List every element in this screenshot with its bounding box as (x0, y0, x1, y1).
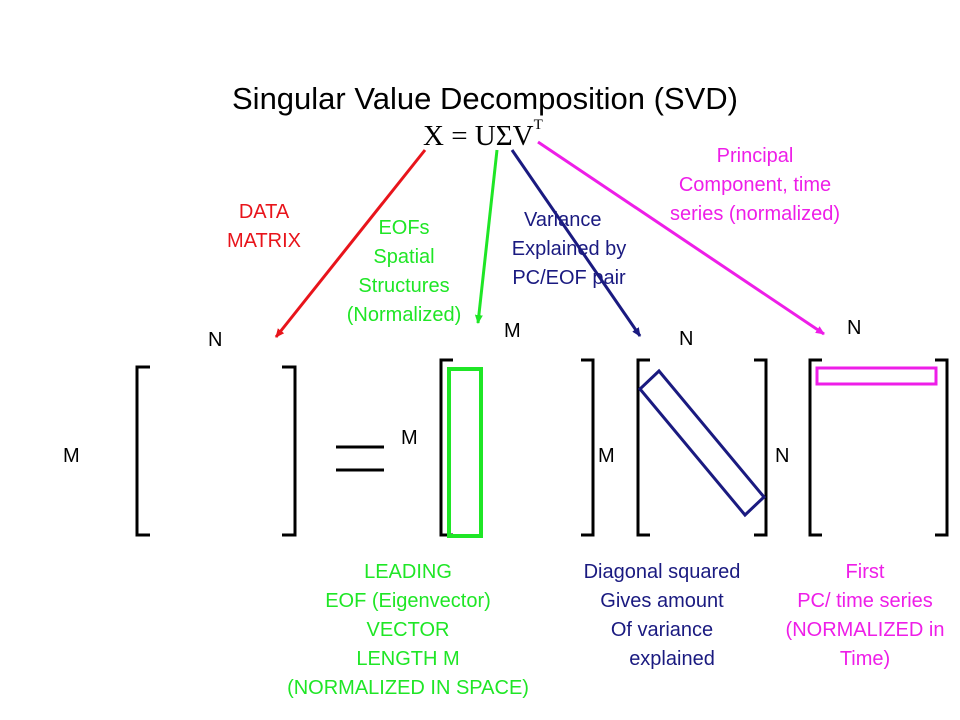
eofs-arrow (474, 149, 499, 324)
first-pc-line: PC/ time series (797, 590, 933, 612)
x-right-bracket (282, 365, 297, 537)
leading-eof-line: LEADING (364, 561, 452, 583)
equation-text: X = UΣV (423, 120, 534, 152)
principal-component-line: series (normalized) (669, 203, 841, 225)
u-right-bracket (581, 358, 595, 537)
variance-line: PC/EOF pair (512, 267, 626, 289)
diagonal-line: Diagonal squared (583, 561, 741, 583)
vt-rows-label: N (775, 445, 790, 467)
leading-eof-line: (NORMALIZED IN SPACE) (287, 677, 529, 699)
eofs-line: Structures (358, 275, 450, 297)
diagonal-line: explained (629, 648, 715, 670)
principal-component-arrow (537, 140, 825, 336)
variance-line: Explained by (511, 238, 627, 260)
leading-eof-vector (447, 367, 483, 538)
eofs-line: (Normalized) (346, 304, 462, 326)
u-rows-label: M (401, 427, 418, 449)
x-rows-label: M (63, 445, 80, 467)
data-matrix-line: DATA (238, 201, 290, 223)
diagonal-line: Gives amount (600, 590, 724, 612)
x-matrix (135, 365, 297, 537)
x-cols-label: N (208, 329, 223, 351)
variance-arrow (510, 149, 642, 337)
sigma-right-bracket (754, 358, 768, 537)
u-matrix (439, 358, 595, 538)
svd-equation: X = UΣVT (423, 118, 543, 152)
vt-left-bracket (808, 358, 822, 537)
sigma-left-bracket (636, 358, 650, 537)
principal-component-line: Principal (716, 145, 794, 167)
eofs-line: EOFs (378, 217, 430, 239)
diagonal-band (637, 368, 767, 518)
vt-cols-label: N (847, 317, 862, 339)
data-matrix-line: MATRIX (226, 230, 302, 252)
leading-eof-line: EOF (Eigenvector) (325, 590, 491, 612)
leading-eof-label: LEADING EOF (Eigenvector) VECTOR LENGTH … (246, 558, 570, 703)
first-pc-line: First (845, 561, 885, 583)
u-cols-label: M (504, 320, 521, 342)
equals-sign (336, 445, 384, 472)
principal-component-line: Component, time (678, 174, 832, 196)
sigma-rows-label: M (598, 445, 615, 467)
leading-eof-line: VECTOR (366, 619, 450, 641)
sigma-cols-label: N (679, 328, 694, 350)
leading-eof-line: LENGTH M (356, 648, 460, 670)
variance-label: Variance Explained by PC/EOF pair (492, 206, 646, 293)
eofs-line: Spatial (373, 246, 435, 268)
sigma-matrix (636, 358, 768, 537)
x-left-bracket (135, 365, 150, 537)
eofs-label: EOFs Spatial Structures (Normalized) (334, 214, 474, 330)
page-title: Singular Value Decomposition (SVD) (232, 81, 738, 116)
principal-component-label: Principal Component, time series (normal… (648, 142, 862, 229)
data-matrix-arrow (274, 149, 427, 338)
data-matrix-label: DATA MATRIX (200, 198, 328, 256)
variance-line: Variance (524, 209, 602, 231)
vt-right-bracket (935, 358, 949, 537)
first-pc-line: Time) (839, 648, 891, 670)
first-pc-row (815, 366, 938, 386)
vt-matrix (808, 358, 949, 537)
equation-superscript: T (533, 117, 543, 133)
diagonal-label: Diagonal squared Gives amount Of varianc… (562, 558, 762, 674)
diagonal-line: Of variance (610, 619, 714, 641)
first-pc-line: (NORMALIZED in (785, 619, 945, 641)
first-pc-label: First PC/ time series (NORMALIZED in Tim… (770, 558, 960, 674)
